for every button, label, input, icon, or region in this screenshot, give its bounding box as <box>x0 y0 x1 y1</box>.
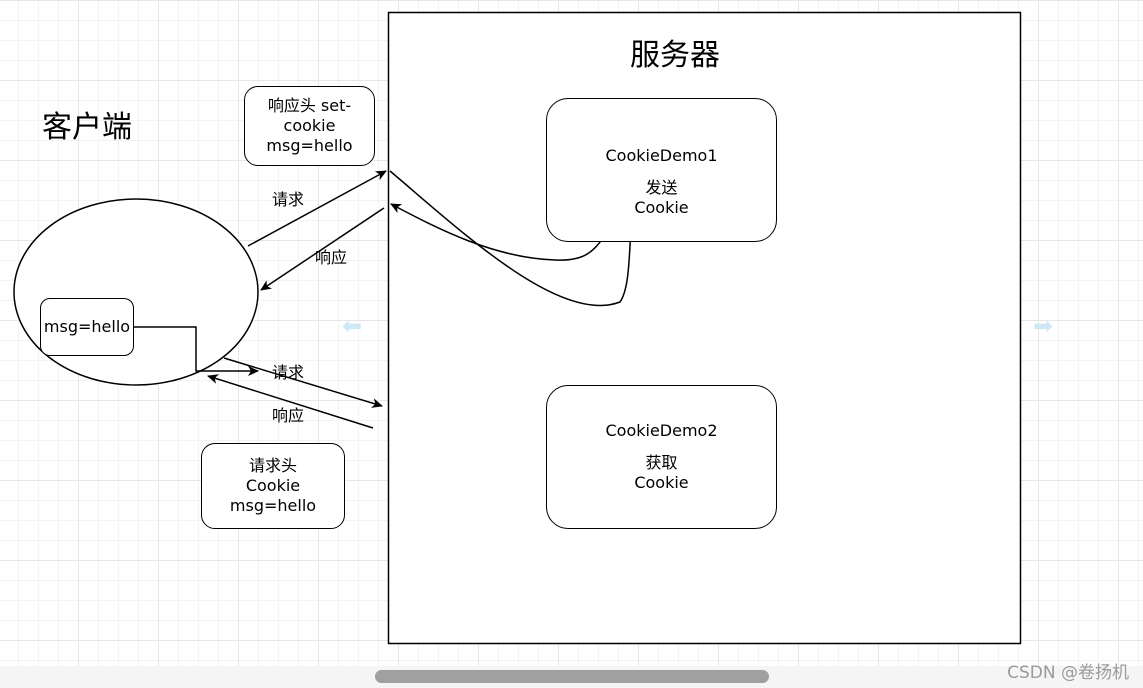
canvas-right-arrow-icon[interactable]: ➡ <box>1033 312 1054 340</box>
client-ellipse <box>13 198 259 386</box>
horizontal-scrollbar-thumb[interactable] <box>375 670 769 683</box>
store-connector <box>133 326 259 376</box>
edge-label-response-1: 响应 <box>314 248 347 267</box>
canvas-left-arrow-icon[interactable]: ⬅ <box>342 312 363 340</box>
request-arrow-1 <box>247 170 387 247</box>
watermark: CSDN @卷扬机 <box>1007 663 1129 683</box>
cookiedemo1-box: CookieDemo1 发送 Cookie <box>546 98 777 242</box>
cookiedemo2-box: CookieDemo2 获取 Cookie <box>546 385 777 529</box>
request-arrow-2 <box>223 357 383 408</box>
response-arrow-2 <box>207 374 374 429</box>
cookiedemo1-action: 发送 Cookie <box>634 178 689 217</box>
cookiedemo1-name: CookieDemo1 <box>605 146 718 165</box>
response-header-note: 响应头 set- cookie msg=hello <box>244 86 375 166</box>
client-title: 客户端 <box>42 110 132 145</box>
response-arrow-1 <box>260 207 385 291</box>
edge-label-request-1: 请求 <box>271 190 304 209</box>
server-to-demo1-curve <box>389 170 634 307</box>
client-cookie-store: msg=hello <box>40 298 134 356</box>
edge-label-response-2: 响应 <box>271 406 304 425</box>
request-header-note: 请求头 Cookie msg=hello <box>201 443 345 529</box>
cookiedemo2-action: 获取 Cookie <box>634 453 689 492</box>
edge-label-request-2: 请求 <box>271 363 304 382</box>
server-title: 服务器 <box>630 38 720 73</box>
cookiedemo2-name: CookieDemo2 <box>605 421 718 440</box>
